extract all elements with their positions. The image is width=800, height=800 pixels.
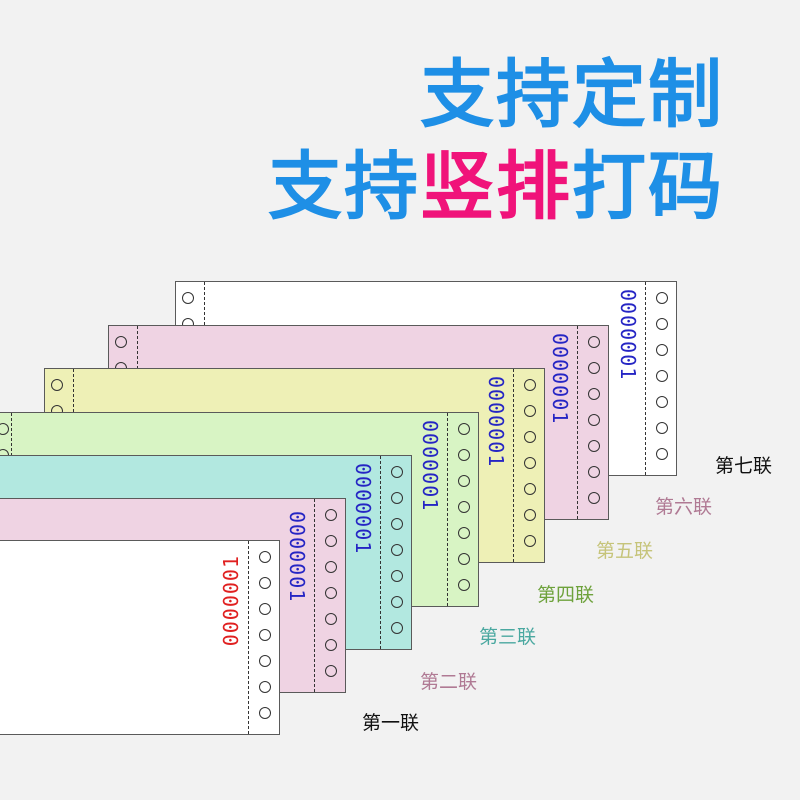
hole-icon	[588, 440, 600, 452]
hole-icon	[391, 492, 403, 504]
hole-icon	[524, 457, 536, 469]
copy-label-5: 第五联	[596, 540, 654, 562]
right-perforation-line	[645, 282, 646, 475]
right-perforation-strip	[253, 541, 279, 734]
headline-line-1: 支持定制	[420, 52, 724, 138]
hole-icon	[391, 518, 403, 530]
serial-number: 0000001	[351, 463, 375, 555]
hole-icon	[391, 570, 403, 582]
hole-icon	[588, 492, 600, 504]
headline-line-2-accent: 竖排	[420, 144, 572, 230]
hole-icon	[182, 292, 194, 304]
hole-icon	[51, 379, 63, 391]
hole-icon	[325, 587, 337, 599]
right-perforation-strip	[650, 282, 676, 475]
hole-icon	[524, 431, 536, 443]
hole-icon	[656, 422, 668, 434]
right-perforation-strip	[319, 499, 345, 692]
hole-icon	[458, 501, 470, 513]
hole-icon	[458, 449, 470, 461]
right-perforation-strip	[452, 413, 478, 606]
hole-icon	[458, 553, 470, 565]
hole-icon	[458, 579, 470, 591]
headline-line-2: 支持竖排打码	[268, 150, 724, 224]
hole-icon	[588, 388, 600, 400]
hole-icon	[259, 655, 271, 667]
hole-icon	[391, 466, 403, 478]
right-perforation-strip	[518, 369, 544, 562]
hole-icon	[325, 613, 337, 625]
hole-icon	[524, 483, 536, 495]
copy-label-7: 第七联	[715, 455, 773, 477]
serial-number: 0000001	[484, 376, 508, 468]
copy-label-6: 第六联	[655, 496, 713, 518]
hole-icon	[458, 527, 470, 539]
hole-icon	[656, 344, 668, 356]
hole-icon	[115, 336, 127, 348]
copy-label-3: 第三联	[479, 626, 537, 648]
hole-icon	[259, 707, 271, 719]
right-perforation-line	[447, 413, 448, 606]
hole-icon	[656, 396, 668, 408]
hole-icon	[0, 423, 9, 435]
hole-icon	[458, 475, 470, 487]
hole-icon	[325, 665, 337, 677]
hole-icon	[259, 629, 271, 641]
headline-line-2-part-1: 支持	[268, 144, 420, 230]
hole-icon	[391, 544, 403, 556]
serial-number: 0000001	[285, 511, 309, 603]
right-perforation-strip	[385, 456, 411, 649]
right-perforation-line	[577, 326, 578, 519]
hole-icon	[588, 414, 600, 426]
hole-icon	[391, 596, 403, 608]
hole-icon	[524, 405, 536, 417]
hole-icon	[656, 292, 668, 304]
hole-icon	[259, 603, 271, 615]
hole-icon	[458, 423, 470, 435]
copy-label-4: 第四联	[537, 584, 595, 606]
form-sheet-1: 0000001	[0, 540, 280, 735]
right-perforation-line	[314, 499, 315, 692]
hole-icon	[588, 362, 600, 374]
serial-number: 0000001	[616, 289, 640, 381]
hole-icon	[524, 535, 536, 547]
copy-label-2: 第二联	[420, 671, 478, 693]
serial-number: 0000001	[418, 420, 442, 512]
right-perforation-line	[513, 369, 514, 562]
hole-icon	[391, 622, 403, 634]
hole-icon	[325, 535, 337, 547]
hole-icon	[588, 466, 600, 478]
copy-label-1: 第一联	[362, 712, 420, 734]
hole-icon	[588, 336, 600, 348]
hole-icon	[656, 448, 668, 460]
hole-icon	[524, 509, 536, 521]
right-perforation-strip	[582, 326, 608, 519]
hole-icon	[325, 639, 337, 651]
hole-icon	[259, 681, 271, 693]
right-perforation-line	[248, 541, 249, 734]
hole-icon	[325, 561, 337, 573]
headline-line-2-part-2: 打码	[572, 144, 724, 230]
hole-icon	[656, 370, 668, 382]
hole-icon	[325, 509, 337, 521]
right-perforation-line	[380, 456, 381, 649]
serial-number: 0000001	[548, 333, 572, 425]
hole-icon	[656, 318, 668, 330]
hole-icon	[259, 577, 271, 589]
serial-number: 0000001	[219, 555, 243, 647]
hole-icon	[524, 379, 536, 391]
hole-icon	[259, 551, 271, 563]
